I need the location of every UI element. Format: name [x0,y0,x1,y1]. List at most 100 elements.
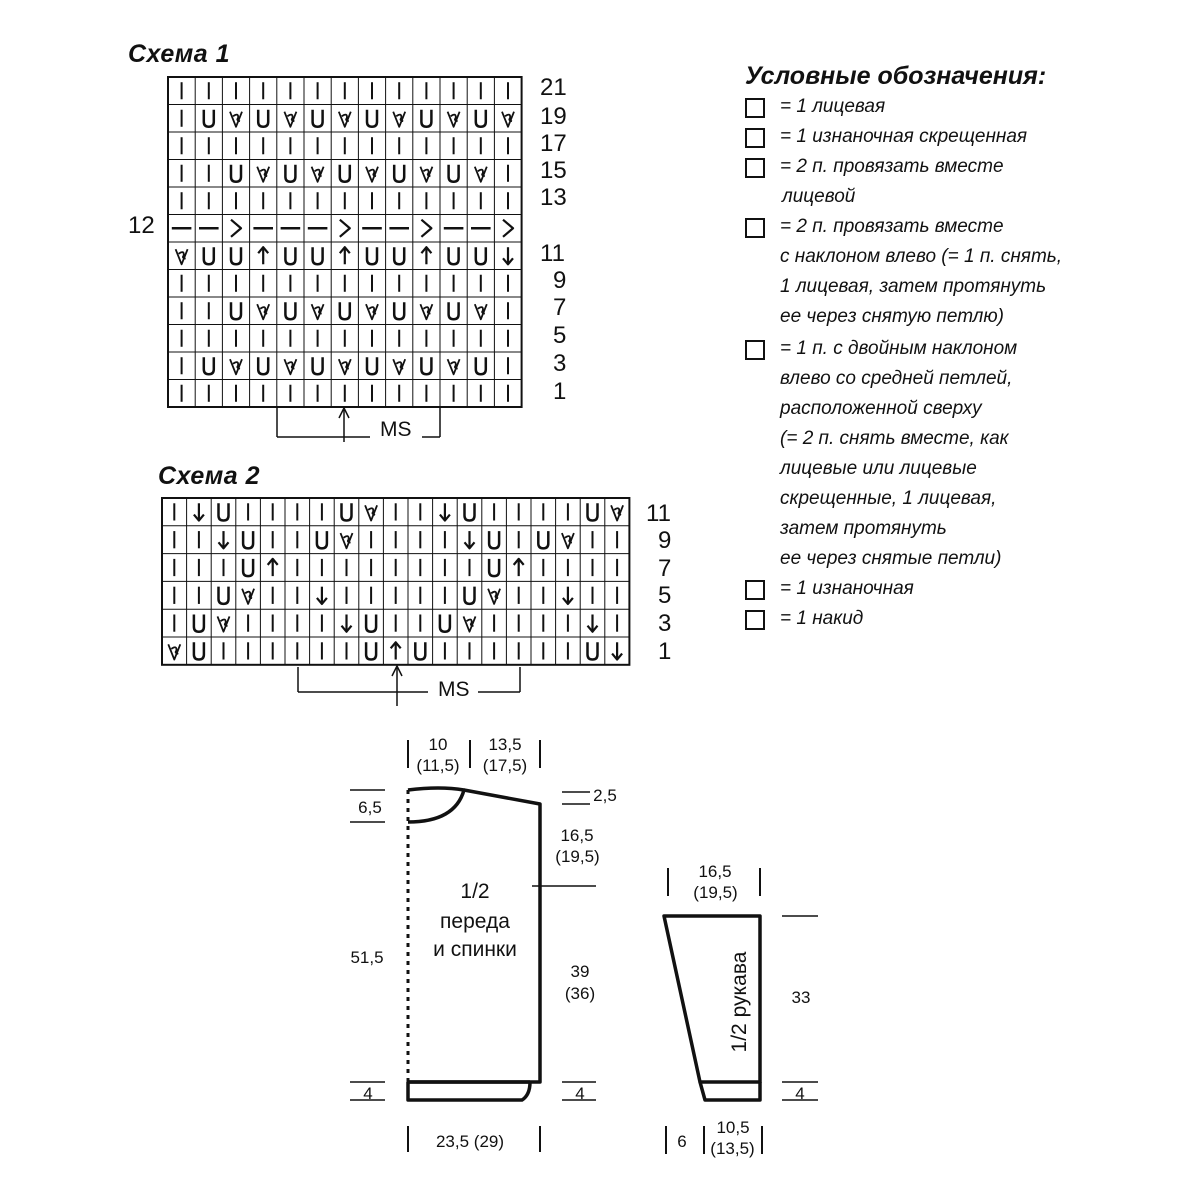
scheme2-cell-yo [487,531,501,550]
body-top-right-alt: (17,5) [482,756,528,775]
scheme2-cell-yo [463,503,476,522]
scheme1-row-21: 21 [540,74,567,101]
legend-cdd-text-6: скрещенные, 1 лицевая, [780,488,997,509]
scheme2-cell-yo [364,614,378,633]
body-shoulder-side [408,788,542,1084]
scheme1-cell-yo [474,247,488,266]
legend-k2tog-text-2: лицевой [782,186,856,207]
scheme1-cell-yo [311,357,324,376]
scheme1-cell-k2tog [446,358,461,376]
body-rib [406,1081,532,1102]
sleeve-rib: 4 [795,1084,805,1103]
legend-ssk-text-4: ее через снятую петлю) [780,306,1004,327]
body-total-height: 51,5 [350,948,384,967]
scheme2-ms-arrow-head [391,665,403,677]
scheme1-cell-yo [311,247,324,266]
legend-cdd-text-4: (= 2 п. снять вместе, как [780,428,1009,449]
scheme1-cell-cdd-head [420,246,433,254]
scheme2-title: Схема 2 [158,462,260,490]
scheme1-cell-yo [311,109,324,129]
scheme2-row-9: 9 [658,527,672,554]
scheme1-cell-yo [229,164,243,184]
body-top-left: 10 [428,735,448,754]
sleeve-rib [698,1081,762,1102]
scheme1-cell-yo [338,164,352,184]
sleeve-bottom-alt: (13,5) [710,1139,755,1158]
scheme1-cell-yo [284,164,297,184]
scheme1-cell-yo [338,302,352,321]
body-neck-depth: 6,5 [358,798,382,817]
scheme2-cell-k2tog [561,532,575,550]
scheme1-row-7: 7 [553,294,567,321]
scheme1-cell-k2tog [310,166,325,183]
scheme1-cell-k2tog [473,166,488,183]
scheme2-cell-yo [340,503,353,522]
scheme2-cell-yo [315,531,329,550]
scheme1-cell-yo [229,302,243,321]
body-armhole-alt: (19,5) [555,847,600,866]
scheme2-cell-ssk-head [340,625,353,633]
body-side: 39 [570,962,590,981]
scheme1-cell-k2tog [337,111,352,128]
scheme2-row-1: 1 [658,638,672,665]
scheme1-cell-yo [447,302,460,321]
scheme1-cell-cdd-head [257,246,270,254]
legend-twisted-purl-icon [745,128,765,148]
legend-cdd-text-5: лицевые или лицевые [780,458,977,479]
scheme1-cell-yo [256,109,270,129]
legend-cdd-text-8: ее через снятые петли) [780,548,1002,569]
legend-yo-icon [745,610,765,630]
scheme1-row-12: 12 [128,212,155,239]
scheme2-cell-yo [192,642,206,661]
sleeve-height: 33 [791,988,811,1007]
scheme1-cell-yo [365,109,379,129]
scheme1-row-15: 15 [540,157,567,184]
scheme1-cell-k2tog [473,303,488,321]
scheme1-row-9: 9 [553,267,567,294]
scheme2-cell-ssk-head [586,625,599,633]
scheme2-row-3: 3 [658,610,672,637]
legend-ssk-icon [745,218,765,238]
scheme1-cell-k2tog [419,303,434,321]
scheme1-cell-yo [447,247,460,266]
body-neckline [407,786,466,824]
scheme2-cell-k2tog [339,532,354,550]
scheme2-cell-ssk-head [611,652,623,661]
scheme2-ms-label: MS [438,678,470,701]
scheme2-row-7: 7 [658,555,672,582]
scheme1-cell-k2tog [446,111,461,128]
scheme1-cell-k2tog [310,303,325,321]
scheme2-cell-yo [463,586,476,606]
scheme2-cell-ssk-head [193,513,205,522]
body-rib-left: 4 [363,1084,373,1103]
scheme1-cell-yo [202,109,216,129]
scheme2-cell-yo [364,642,378,661]
legend-ssk-text-1: = 2 п. провязать вместе [780,216,1004,237]
legend-cdd-text-7: затем протянуть [780,518,947,539]
body-top-left-alt: (11,5) [416,756,460,775]
scheme1-cell-yo [256,357,270,376]
sleeve-top: 16,5 [698,862,732,881]
sleeve-top-alt: (19,5) [693,883,738,902]
scheme1-cell-k2tog [392,111,407,128]
scheme1-cell-k2tog [365,166,379,183]
scheme1-cell-k2tog [256,166,271,183]
legend-knit-icon [745,98,765,118]
scheme1-cell-twisted [420,218,433,238]
legend-cdd-icon [745,340,765,360]
scheme1-cell-yo [392,247,406,266]
scheme1-cell-yo [392,164,406,184]
scheme1-cell-yo [365,357,379,376]
scheme2-cell-ssk-head [316,597,328,606]
scheme1-cell-cdd-head [338,246,351,254]
scheme1-cell-k2tog [392,358,407,376]
scheme1-cell-yo [284,302,297,321]
legend-cdd-text-2: влево со средней петлей, [780,368,1013,389]
scheme1-cell-yo [420,109,433,129]
scheme2-cell-ssk-head [439,513,451,522]
scheme2-cell-ssk-head [562,597,574,606]
scheme2-cell-yo [192,614,206,633]
scheme1-cell-yo [229,247,243,266]
scheme2-cell-yo [537,531,550,550]
legend-cdd-text-1: = 1 п. с двойным наклоном [780,338,1018,359]
